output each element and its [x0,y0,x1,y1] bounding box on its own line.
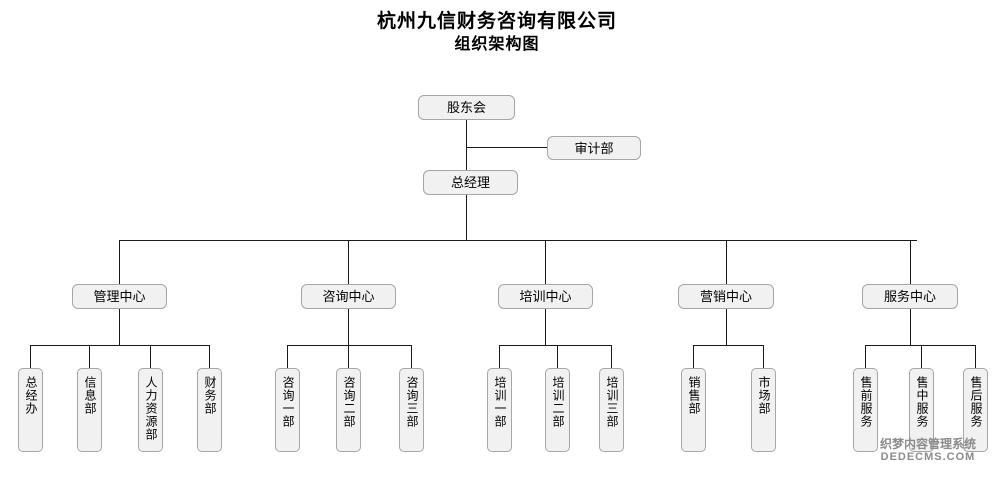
connector-bus-to-service [910,240,911,284]
node-label: 咨询二部 [342,376,356,428]
connector-training-leaf-2 [557,345,558,368]
node-center-consulting[interactable]: 咨询中心 [301,284,396,309]
node-center-training[interactable]: 培训中心 [498,284,593,309]
node-gm-office[interactable]: 总经办 [18,368,43,452]
node-general-manager[interactable]: 总经理 [423,170,518,195]
node-sales-department[interactable]: 销售部 [681,368,706,452]
node-center-marketing[interactable]: 营销中心 [678,284,774,309]
node-hr-department[interactable]: 人力资源部 [138,368,163,452]
node-label: 股东会 [446,100,486,115]
connector-service-stem [910,308,911,345]
node-training-dept-2[interactable]: 培训二部 [545,368,570,452]
chart-title-block: 杭州九信财务咨询有限公司 组织架构图 [0,10,994,56]
node-label: 咨询中心 [322,289,375,304]
node-label: 管理中心 [93,289,146,304]
chart-subtitle: 组织架构图 [454,36,540,53]
node-training-dept-3[interactable]: 培训三部 [599,368,624,452]
connector-consulting-leaf-1 [287,345,288,368]
connector-training-leaf-1 [499,345,500,368]
node-label: 培训中心 [519,289,572,304]
connector-bus-to-consulting [348,240,349,284]
node-label: 培训三部 [605,376,619,428]
connector-management-leaf-2 [89,345,90,368]
connector-shareholders-to-gm [466,119,467,170]
connector-training-bus [499,345,611,346]
node-market-department[interactable]: 市场部 [751,368,776,452]
node-label: 总经理 [450,175,490,190]
watermark: 织梦内容管理系统 DEDECMS.COM [866,437,990,464]
node-consulting-dept-2[interactable]: 咨询二部 [336,368,361,452]
connector-gm-to-centers-bus [466,194,467,240]
connector-bus-to-management [119,240,120,284]
node-label: 营销中心 [699,289,752,304]
connector-marketing-stem [726,308,727,345]
connector-service-leaf-3 [975,345,976,368]
connector-management-leaf-4 [209,345,210,368]
connector-consulting-stem [348,308,349,345]
watermark-cn-text: 织梦内容管理系统 [879,437,976,451]
node-label: 培训二部 [551,376,565,428]
connector-management-bus [30,345,209,346]
node-label: 售后服务 [969,376,983,428]
node-label: 人力资源部 [144,376,158,441]
node-label: 咨询三部 [405,376,419,428]
node-label: 审计部 [574,140,614,156]
connector-consulting-bus [287,345,411,346]
node-after-sales-service[interactable]: 售后服务 [963,368,988,452]
connector-service-bus [865,345,975,346]
connector-bus-to-training [545,240,546,284]
node-label: 培训一部 [493,376,507,428]
node-label: 财务部 [203,376,217,415]
connector-marketing-bus [693,345,763,346]
node-center-management[interactable]: 管理中心 [72,284,167,309]
connector-marketing-leaf-2 [763,345,764,368]
node-label: 总经办 [24,376,38,415]
connector-management-leaf-1 [30,345,31,368]
node-training-dept-1[interactable]: 培训一部 [487,368,512,452]
connector-service-leaf-2 [921,345,922,368]
company-name-title: 杭州九信财务咨询有限公司 [376,11,617,32]
connector-training-stem [545,308,546,345]
connector-marketing-leaf-1 [693,345,694,368]
connector-bus-to-marketing [726,240,727,284]
connector-gm-trunk-to-audit [466,147,547,148]
connector-consulting-leaf-3 [411,345,412,368]
connector-management-stem [119,308,120,345]
connector-management-leaf-3 [150,345,151,368]
node-label: 市场部 [757,376,771,415]
node-audit-department[interactable]: 审计部 [547,136,641,160]
node-label: 售中服务 [915,376,929,428]
node-consulting-dept-1[interactable]: 咨询一部 [275,368,300,452]
node-label: 销售部 [687,376,701,415]
node-label: 售前服务 [859,376,873,428]
node-label: 服务中心 [883,289,936,304]
node-information-department[interactable]: 信息部 [77,368,102,452]
node-label: 信息部 [83,376,97,415]
node-pre-sales-service[interactable]: 售前服务 [853,368,878,452]
node-finance-department[interactable]: 财务部 [197,368,222,452]
watermark-en-text: DEDECMS.COM [880,451,976,463]
node-shareholders-meeting[interactable]: 股东会 [418,95,515,120]
connector-service-leaf-1 [865,345,866,368]
node-in-sales-service[interactable]: 售中服务 [909,368,934,452]
connector-training-leaf-3 [611,345,612,368]
node-consulting-dept-3[interactable]: 咨询三部 [399,368,424,452]
connector-centers-bus [119,240,917,241]
node-center-service[interactable]: 服务中心 [862,284,958,309]
node-label: 咨询一部 [281,376,295,428]
connector-consulting-leaf-2 [348,345,349,368]
